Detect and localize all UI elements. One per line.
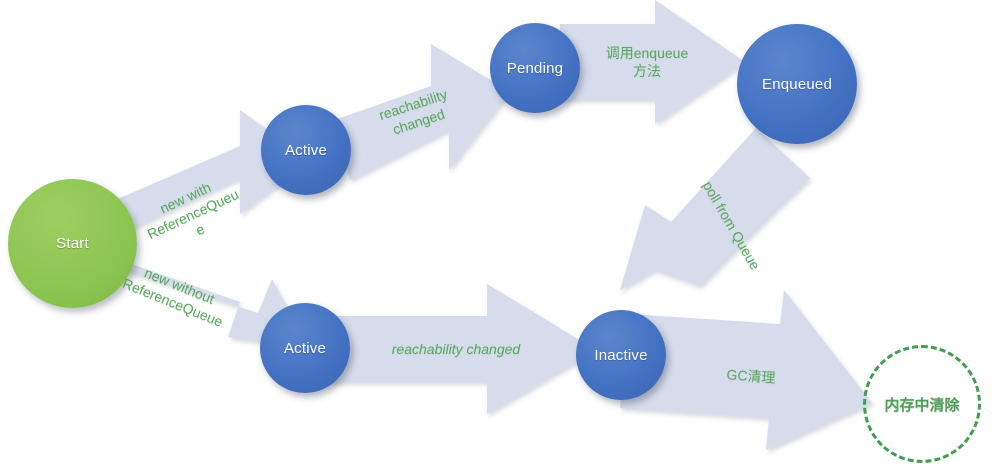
node-enqueued[interactable]: Enqueued — [737, 24, 857, 144]
node-active-bottom-label: Active — [283, 339, 327, 357]
node-cleared-label: 内存中清除 — [884, 396, 960, 414]
arrow-active-top-to-pending — [335, 44, 510, 180]
node-pending[interactable]: Pending — [490, 23, 580, 113]
arrow-pending-to-enqueued — [560, 0, 745, 124]
node-enqueued-label: Enqueued — [761, 75, 832, 93]
node-inactive[interactable]: Inactive — [576, 310, 666, 400]
node-cleared[interactable]: 内存中清除 — [863, 345, 981, 463]
node-start-label: Start — [56, 235, 89, 252]
node-pending-label: Pending — [506, 59, 564, 77]
node-inactive-label: Inactive — [594, 346, 648, 364]
arrow-active-bottom-to-inactive — [300, 284, 596, 414]
node-active-top[interactable]: Active — [261, 105, 351, 195]
node-active-bottom[interactable]: Active — [260, 303, 350, 393]
arrow-start-to-active-top — [92, 110, 310, 243]
arrow-inactive-to-cleared — [620, 290, 872, 450]
arrow-start-to-active-bottom — [100, 253, 310, 349]
node-active-top-label: Active — [284, 141, 328, 159]
node-start[interactable]: Start — [8, 179, 137, 308]
arrow-enqueued-to-inactive — [620, 128, 810, 290]
